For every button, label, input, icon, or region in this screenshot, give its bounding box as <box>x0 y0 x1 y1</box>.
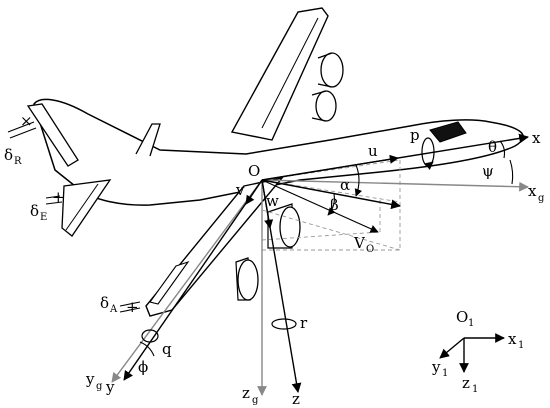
delta-r-label: δ <box>4 146 13 164</box>
v-label: v <box>235 181 245 199</box>
z1-sub: 1 <box>472 384 478 395</box>
y-label: y <box>105 378 115 396</box>
x-label: x <box>532 129 541 147</box>
aileron <box>149 260 190 305</box>
y1-axis <box>439 337 465 359</box>
y1-sub: 1 <box>442 368 448 379</box>
beta-arc <box>327 193 336 216</box>
lower-engine-1 <box>279 206 301 248</box>
xg-axis <box>261 179 529 192</box>
z-label: z <box>292 390 300 408</box>
rudder-deflection-icon <box>7 121 37 139</box>
theta-label: θ <box>488 138 497 156</box>
yg-axis <box>111 179 263 383</box>
x1-label: x <box>508 330 517 348</box>
v-vector <box>245 179 263 205</box>
psi-arc <box>509 159 514 185</box>
delta-r-sub: R <box>14 156 22 167</box>
delta-a-sub: A <box>109 304 118 315</box>
zg-sub: g <box>252 395 259 406</box>
lower-engine-2 <box>237 259 259 301</box>
delta-e-label: δ <box>30 202 39 220</box>
w-label: w <box>266 192 279 210</box>
o1-sub: 1 <box>468 318 474 329</box>
z1-label: z <box>462 374 470 392</box>
delta-a-label: δ <box>100 294 109 312</box>
elevator-deflection-icon <box>45 195 63 205</box>
w-vector <box>261 179 274 229</box>
x1-sub: 1 <box>518 340 524 351</box>
q-label: q <box>162 340 172 358</box>
alpha-arc <box>354 164 363 197</box>
phi-arc <box>139 341 155 357</box>
delta-e-sub: E <box>40 212 47 223</box>
plus-a-label: + <box>126 298 139 316</box>
horizontal-stabilizer <box>61 179 112 237</box>
u-label: u <box>368 142 378 160</box>
u-vector <box>261 154 399 181</box>
p-label: p <box>410 126 420 144</box>
beta-label: β <box>330 196 339 214</box>
psi-label: ψ <box>482 162 494 180</box>
plus-e-label: + <box>52 188 65 206</box>
upper-wing <box>230 7 329 141</box>
upper-engine-2 <box>315 90 337 122</box>
r-label: r <box>300 314 308 332</box>
v0-label: V <box>353 234 366 252</box>
upper-engine-1 <box>320 52 344 88</box>
xg-sub: g <box>538 193 545 204</box>
v0-projection <box>261 179 379 233</box>
cross-r-label: × <box>20 112 33 130</box>
upper-wing-flap-line <box>261 17 319 129</box>
v0-sub: O <box>366 244 374 255</box>
zg-label: z <box>242 384 250 402</box>
alpha-label: α <box>340 176 350 194</box>
dorsal-fin <box>135 123 161 157</box>
aileron-deflection-icon <box>119 301 141 313</box>
origin-label: O <box>248 162 260 180</box>
o1-label: O <box>456 308 468 326</box>
r-rotation-icon <box>271 318 297 330</box>
cockpit-window <box>429 121 467 143</box>
yg-label: y <box>85 370 95 388</box>
y1-label: y <box>431 358 441 376</box>
yg-sub: g <box>96 381 103 392</box>
xg-label: x <box>528 182 537 200</box>
q-rotation-icon <box>141 329 159 343</box>
phi-label: ϕ <box>138 358 148 376</box>
vertical-fin <box>26 103 79 167</box>
theta-arc <box>499 140 506 159</box>
v0-vector <box>261 179 401 210</box>
